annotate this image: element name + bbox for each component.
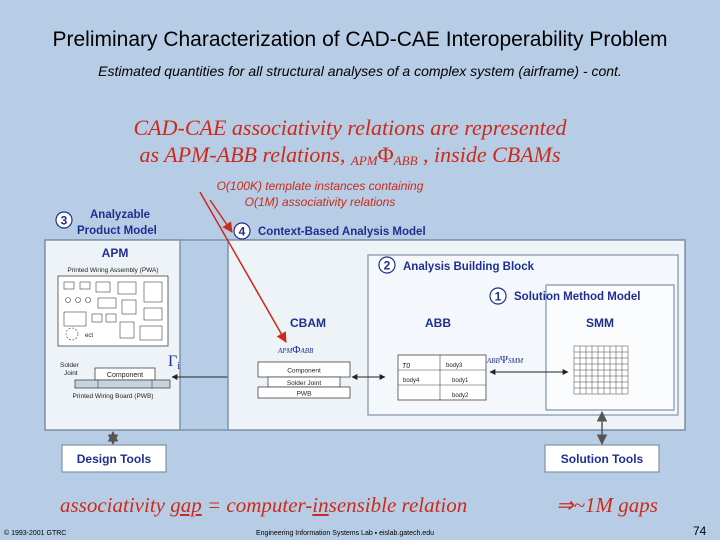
copyright: © 1993-2001 GTRC bbox=[4, 530, 67, 537]
smm-label: SMM bbox=[586, 316, 614, 330]
mini-solder: Solder Joint bbox=[287, 380, 322, 387]
body4-label: body4 bbox=[403, 378, 420, 384]
smm-number: 1 bbox=[495, 290, 502, 304]
gap-prefix: associativity bbox=[60, 493, 171, 517]
abb-psi-smm-label: ABBΨSMM bbox=[486, 354, 524, 366]
apm-number: 3 bbox=[61, 214, 68, 228]
mini-component: Component bbox=[287, 368, 321, 375]
apm-phi-abb-left: APM bbox=[277, 347, 294, 355]
mini-pwb: PWB bbox=[297, 391, 312, 398]
solution-tools-label: Solution Tools bbox=[561, 452, 644, 466]
gap-mid: = computer- bbox=[201, 493, 313, 517]
abb-label: ABB bbox=[425, 316, 451, 330]
apm-phi-abb-right: ABB bbox=[299, 347, 314, 355]
cbam-mini-stack: Component Solder Joint PWB bbox=[257, 361, 351, 399]
body2-label: body2 bbox=[452, 393, 469, 399]
body3-label: body3 bbox=[446, 363, 463, 369]
headline-prefix: as APM-ABB relations, bbox=[139, 142, 351, 167]
pwa-board bbox=[57, 275, 169, 347]
smm-number-badge bbox=[489, 287, 507, 305]
pwb-block bbox=[74, 379, 171, 389]
apm-title-line2: Product Model bbox=[77, 225, 157, 237]
apm-title-line1: Analyzable bbox=[90, 209, 150, 221]
pwa-label: Printed Wiring Assembly (PWA) bbox=[67, 267, 158, 274]
headline-line2: as APM-ABB relations, APMΦABB , inside C… bbox=[95, 141, 605, 174]
svg-text:ect: ect bbox=[85, 333, 93, 339]
lab-credit: Engineering Information Systems Lab ▪ ei… bbox=[256, 530, 434, 537]
gap-in: in bbox=[312, 493, 329, 517]
smm-title: Solution Method Model bbox=[514, 291, 640, 303]
abb-number: 2 bbox=[384, 259, 391, 273]
design-tools-label: Design Tools bbox=[77, 452, 152, 466]
callout-line1: O(100K) template instances containing bbox=[216, 179, 424, 193]
abb-psi-smm-left: ABB bbox=[486, 357, 501, 365]
page-number: 74 bbox=[693, 524, 707, 538]
page-title: Preliminary Characterization of CAD-CAE … bbox=[52, 28, 668, 51]
gap-suffix: sensible relation bbox=[328, 493, 468, 517]
abb-psi-smm-psi: Ψ bbox=[500, 354, 509, 366]
pwb-label: Printed Wiring Board (PWB) bbox=[73, 393, 154, 400]
design-tools-box: Design Tools bbox=[61, 444, 167, 473]
apm-panel: 3 Analyzable Product Model APM Printed W… bbox=[44, 209, 181, 431]
apm-phi-abb-phi: Φ bbox=[292, 344, 300, 356]
apm-label: APM bbox=[102, 246, 129, 260]
associativity-gap-statement: associativity gap = computer-insensible … bbox=[60, 493, 467, 518]
callout-arrow-cbam bbox=[199, 191, 287, 343]
gamma-label: Γi bbox=[168, 353, 180, 372]
smm-mesh bbox=[573, 345, 629, 395]
context-number: 4 bbox=[239, 225, 246, 239]
headline-sub-left: APM bbox=[350, 153, 378, 168]
callout-arrow-context bbox=[209, 199, 233, 233]
solution-tools-box: Solution Tools bbox=[544, 444, 660, 473]
abb-number-badge bbox=[378, 256, 396, 274]
headline-phi: Φ bbox=[377, 142, 394, 167]
cbam-label: CBAM bbox=[290, 316, 326, 330]
abb-title: Analysis Building Block bbox=[403, 261, 535, 273]
body1-label: body1 bbox=[452, 378, 469, 384]
t0-label: T0 bbox=[402, 363, 410, 370]
apm-number-badge bbox=[55, 211, 73, 229]
abb-body-diagram: T0 body3 body4 body1 body2 bbox=[397, 354, 487, 401]
gap-count: ⇒~1M gaps bbox=[556, 493, 658, 517]
callout: O(100K) template instances containing O(… bbox=[180, 178, 460, 210]
gamma-sub: i bbox=[177, 361, 180, 372]
page-subtitle: Estimated quantities for all structural … bbox=[98, 63, 622, 79]
headline: CAD-CAE associativity relations are repr… bbox=[95, 114, 605, 174]
apm-phi-abb-label: APMΦABB bbox=[277, 344, 314, 356]
gamma-symbol: Γ bbox=[168, 353, 177, 370]
gap-word: gap bbox=[170, 493, 202, 517]
headline-line1: CAD-CAE associativity relations are repr… bbox=[133, 115, 567, 140]
callout-line2: O(1M) associativity relations bbox=[244, 195, 396, 209]
abb-psi-smm-right: SMM bbox=[508, 357, 524, 365]
headline-suffix: , inside CBAMs bbox=[417, 142, 561, 167]
component-label: Component bbox=[107, 372, 143, 379]
context-title: Context-Based Analysis Model bbox=[258, 226, 426, 238]
headline-sub-right: ABB bbox=[393, 153, 418, 168]
context-number-badge bbox=[233, 222, 251, 240]
